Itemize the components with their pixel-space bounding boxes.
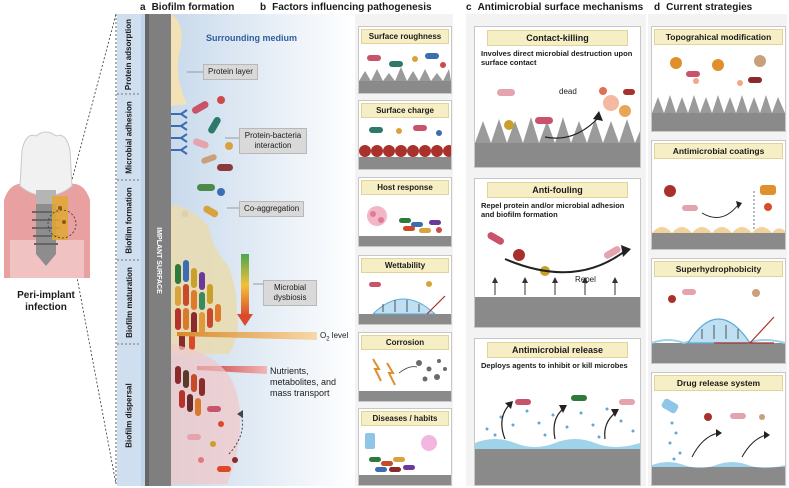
mechanism-title: Antimicrobial release bbox=[487, 342, 628, 358]
callout-co-aggregation: Co-aggregation bbox=[239, 201, 305, 217]
stage-protein-adsorption: Protein adsorption bbox=[124, 18, 134, 90]
factor-title: Surface charge bbox=[361, 103, 449, 118]
mechanism-desc: Deploys agents to inhibit or kill microb… bbox=[481, 361, 628, 370]
mechanism-title: Anti-fouling bbox=[487, 182, 628, 198]
mechanism-contact-killing: Contact-killing Involves direct microbia… bbox=[474, 26, 641, 168]
factor-title: Corrosion bbox=[361, 335, 449, 350]
stage-biofilm-maturation: Biofilm maturation bbox=[124, 266, 134, 338]
panel-a-illustration bbox=[117, 14, 355, 486]
mechanism-anti-fouling: Anti-fouling Repel protein and/or microb… bbox=[474, 178, 641, 328]
implant-surface-label: IMPLANT SURFACE bbox=[154, 226, 162, 294]
o2-level-label: O2 level bbox=[320, 331, 349, 343]
nutrients-label: Nutrients, metabolites, and mass transpo… bbox=[270, 366, 337, 398]
factor-title: Host response bbox=[361, 180, 449, 195]
stage-biofilm-dispersal: Biofilm dispersal bbox=[124, 382, 134, 448]
strategy-drug-release: Drug release system bbox=[651, 372, 786, 486]
stage-microbial-adhesion: Microbial adhesion bbox=[124, 100, 134, 174]
factor-title: Wettability bbox=[361, 258, 449, 273]
mechanism-antimicrobial-release: Antimicrobial release Deploys agents to … bbox=[474, 338, 641, 486]
callout-dysbiosis: Microbial dysbiosis bbox=[263, 280, 317, 306]
factor-wettability: Wettability bbox=[358, 255, 452, 325]
strategy-topographical: Topograhical modification bbox=[651, 26, 786, 132]
strategy-title: Superhydrophobicity bbox=[654, 261, 783, 277]
repel-label: Repel bbox=[575, 275, 596, 284]
factor-surface-roughness: Surface roughness bbox=[358, 26, 452, 94]
mechanism-desc: Involves direct microbial destruction up… bbox=[481, 49, 633, 67]
callout-protein-layer: Protein layer bbox=[203, 64, 258, 80]
strategy-title: Topograhical modification bbox=[654, 29, 783, 45]
callout-protein-bacteria: Protein-bacteria interaction bbox=[239, 128, 307, 154]
strategy-superhydrophobicity: Superhydrophobicity bbox=[651, 258, 786, 364]
factor-title: Surface roughness bbox=[361, 29, 449, 44]
factor-surface-charge: Surface charge bbox=[358, 100, 452, 170]
dead-label: dead bbox=[559, 87, 577, 96]
factor-title: Diseases / habits bbox=[361, 411, 449, 426]
mechanism-desc: Repel protein and/or microbial adhesion … bbox=[481, 201, 625, 219]
tooth-implant-illustration bbox=[4, 13, 117, 485]
factor-diseases-habits: Diseases / habits bbox=[358, 408, 452, 486]
mechanism-title: Contact-killing bbox=[487, 30, 628, 46]
stage-biofilm-formation: Biofilm formation bbox=[124, 186, 134, 254]
factor-host-response: Host response bbox=[358, 177, 452, 247]
strategy-title: Antimicrobial coatings bbox=[654, 143, 783, 159]
peri-implant-infection-label: Peri-implant infection bbox=[17, 290, 75, 313]
strategy-antimicrobial-coatings: Antimicrobial coatings bbox=[651, 140, 786, 250]
strategy-title: Drug release system bbox=[654, 375, 783, 391]
factor-corrosion: Corrosion bbox=[358, 332, 452, 402]
surrounding-medium-label: Surrounding medium bbox=[206, 33, 297, 43]
